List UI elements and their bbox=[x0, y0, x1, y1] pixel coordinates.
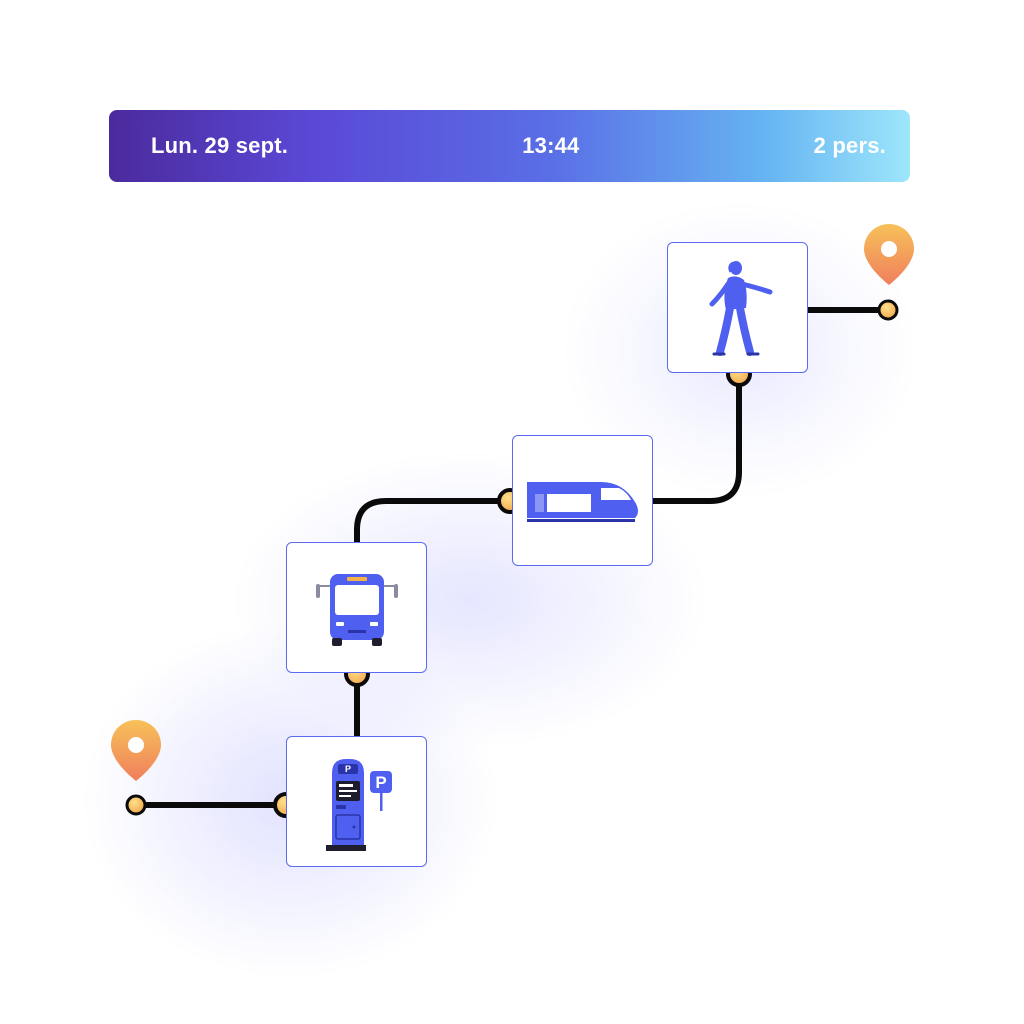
step-card-bus[interactable] bbox=[286, 542, 427, 673]
svg-text:P: P bbox=[375, 773, 386, 792]
step-card-walk[interactable] bbox=[667, 242, 808, 373]
step-card-parking[interactable]: P P bbox=[286, 736, 427, 867]
bus-icon bbox=[315, 573, 398, 646]
parking-meter-icon: P P bbox=[325, 758, 392, 851]
walking-person-icon bbox=[709, 260, 772, 356]
route-segment-bus-train bbox=[354, 498, 515, 545]
start-location-pin-icon bbox=[111, 720, 161, 781]
svg-text:P: P bbox=[344, 764, 350, 774]
train-icon bbox=[526, 481, 638, 522]
trip-date[interactable]: Lun. 29 sept. bbox=[151, 133, 289, 158]
start-endpoint bbox=[125, 794, 147, 816]
end-location-pin-icon bbox=[864, 224, 914, 285]
trip-time[interactable]: 13:44 bbox=[522, 133, 580, 158]
route-segment-train-walk bbox=[650, 371, 742, 504]
trip-search-bar[interactable]: Lun. 29 sept. 13:44 2 pers. bbox=[109, 110, 910, 182]
trip-passengers[interactable]: 2 pers. bbox=[813, 133, 886, 158]
step-card-train[interactable] bbox=[512, 435, 653, 566]
end-endpoint bbox=[877, 299, 899, 321]
